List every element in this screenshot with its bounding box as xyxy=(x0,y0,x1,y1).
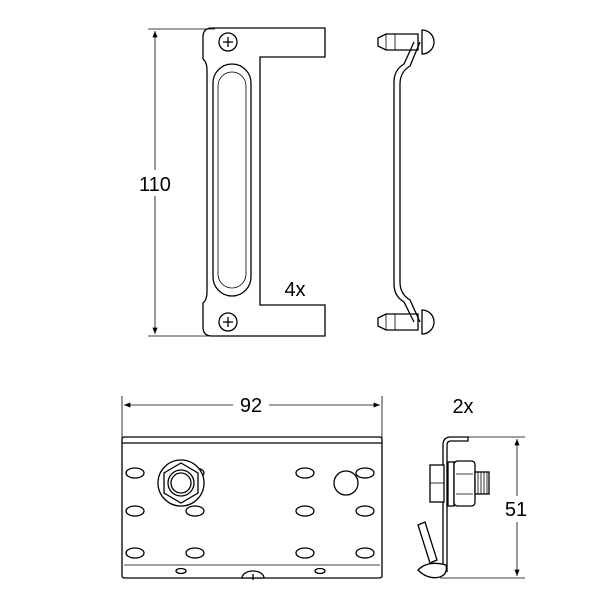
dimension-51: 51 xyxy=(440,436,536,579)
dimension-label-110: 110 xyxy=(139,174,171,196)
screw-icon xyxy=(218,312,238,332)
dimension-110: 110 xyxy=(135,28,215,337)
dimension-label-51: 51 xyxy=(505,499,527,521)
mounting-plate-front-view xyxy=(121,436,383,580)
bracket-front-view: 4x xyxy=(202,27,326,337)
nut-icon xyxy=(157,459,205,507)
mounting-plate-side-view: 2x xyxy=(417,396,490,579)
quantity-label-4x: 4x xyxy=(284,279,305,301)
dimension-92: 92 xyxy=(121,392,383,438)
dimension-label-92: 92 xyxy=(240,395,262,417)
bracket-side-view xyxy=(377,29,435,335)
quantity-label-2x: 2x xyxy=(452,396,473,418)
screw-icon xyxy=(218,32,238,52)
